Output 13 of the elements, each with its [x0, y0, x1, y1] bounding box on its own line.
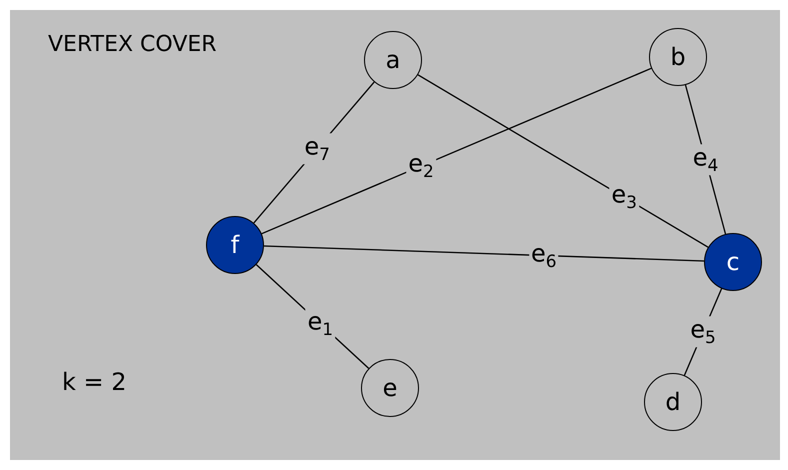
vertex-label: b [670, 45, 686, 69]
vertex-label: a [386, 48, 400, 72]
graph-edge [418, 74, 708, 248]
parameter-label: k = 2 [62, 368, 127, 396]
vertex-label: e [382, 376, 398, 400]
edge-label: e$_{1}$ [305, 308, 336, 340]
diagram-title: VERTEX COVER [48, 32, 217, 57]
graph-edge [261, 68, 652, 234]
vertex-label: c [726, 250, 740, 274]
edge-label: e$_{7}$ [302, 133, 332, 165]
graph-edge [264, 245, 704, 262]
vertex-label: d [665, 390, 681, 414]
vertex-label: f [230, 233, 240, 257]
